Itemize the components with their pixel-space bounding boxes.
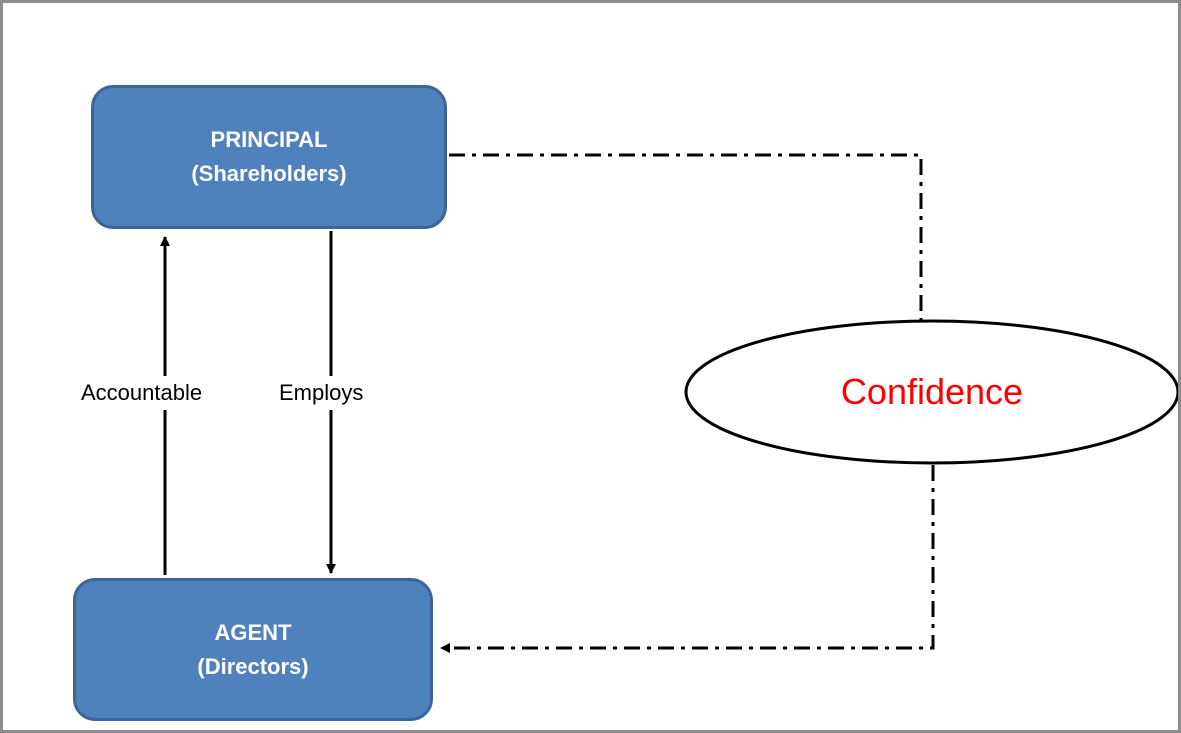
confidence-ellipse bbox=[684, 319, 1178, 465]
agent-title: AGENT bbox=[214, 619, 292, 645]
principal-subtitle: (Shareholders) bbox=[191, 161, 347, 186]
principal-title: PRINCIPAL bbox=[210, 127, 328, 152]
principal-node: PRINCIPAL (Shareholders) bbox=[91, 85, 447, 229]
confidence-agent-connector bbox=[440, 465, 935, 653]
agent-node: AGENT (Directors) bbox=[73, 578, 433, 721]
principal-confidence-connector bbox=[449, 153, 923, 321]
connectors-layer bbox=[160, 153, 1178, 653]
confidence-label: Confidence bbox=[840, 371, 1024, 412]
agent-subtitle: (Directors) bbox=[197, 653, 309, 679]
employs-label: Employs bbox=[277, 376, 366, 410]
accountable-label: Accountable bbox=[79, 376, 205, 410]
